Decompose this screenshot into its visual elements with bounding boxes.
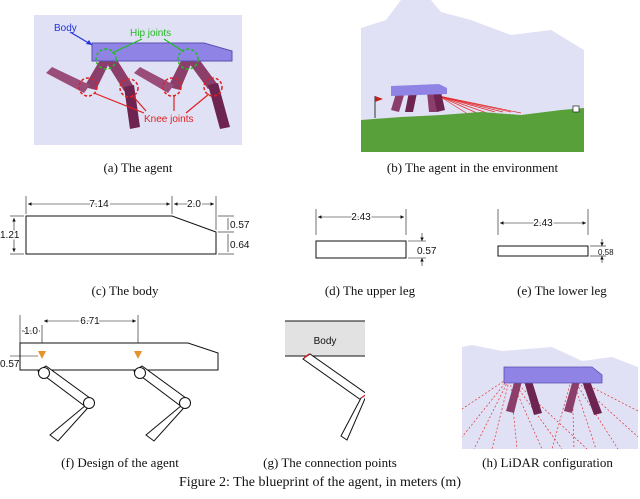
lower-leg-blueprint: 2.43 0.58	[497, 209, 614, 263]
caption-h: (h) LiDAR configuration	[482, 455, 613, 470]
body-outline	[25, 215, 217, 255]
knee-joint-circle-1	[78, 77, 98, 97]
lidar-rays	[438, 95, 522, 117]
env-agent-body	[391, 84, 447, 96]
lower-leg-rect	[497, 245, 589, 257]
g-lower-leg	[340, 392, 369, 441]
dim-bottom-height-text: 0.64	[230, 240, 250, 251]
upper-leg-rect	[315, 240, 407, 259]
g-body-block	[285, 321, 365, 356]
f-hip-marker-front	[38, 351, 46, 359]
h-leg-1	[506, 381, 522, 413]
panel-g-connection: Body	[285, 318, 369, 443]
environment-illustration	[361, 0, 584, 152]
f-hip-marker-rear	[134, 351, 142, 359]
panel-f-design: 6.71 1.0 0.57	[0, 313, 230, 445]
start-flag	[375, 96, 383, 102]
knee-joint-circle-2	[119, 78, 139, 98]
agent-body	[91, 42, 233, 62]
caption-e: (e) The lower leg	[517, 283, 607, 298]
caption-g: (g) The connection points	[263, 455, 397, 470]
body-label: Body	[54, 23, 77, 34]
rear-lower-leg-right	[124, 85, 140, 129]
front-upper-leg-right	[186, 55, 218, 89]
connection-blueprint: Body	[285, 320, 369, 441]
env-leg-4	[433, 92, 445, 112]
panel-d-upper-leg: 2.43 0.57	[308, 205, 448, 270]
panel-a-agent: Body Hip joints Knee joints	[34, 15, 242, 145]
figure-caption: Figure 2: The blueprint of the agent, in…	[178, 475, 461, 490]
ll-length-text: 2.43	[533, 218, 553, 229]
g-upper-leg	[302, 353, 368, 401]
body-blueprint: 7.14 2.0 1.21 0.57 0.64	[0, 196, 250, 255]
g-hip-connection-mark	[303, 353, 310, 359]
front-upper-leg	[168, 57, 194, 90]
agent-illustration: Body Hip joints Knee joints	[34, 15, 242, 145]
f-front-offset-text: 1.0	[24, 326, 38, 337]
h-leg-2	[524, 381, 542, 415]
caption-d: (d) The upper leg	[324, 283, 416, 298]
rear-upper-leg	[84, 57, 112, 90]
design-blueprint: 6.71 1.0 0.57	[0, 315, 219, 442]
hip-arrow-front	[163, 38, 185, 53]
knee-arrow-4	[185, 93, 210, 114]
goal-marker	[572, 105, 580, 113]
h-leg-4	[582, 381, 602, 415]
h-leg-3	[564, 381, 580, 413]
caption-c: (c) The body	[91, 283, 159, 298]
knee-arrow-2	[131, 94, 147, 112]
front-leg-group	[134, 55, 230, 129]
hip-joint-circle-rear	[95, 48, 117, 70]
knee-joint-circle-3	[162, 77, 182, 97]
f-rear-knee-joint	[179, 397, 191, 409]
caption-a: (a) The agent	[103, 160, 173, 175]
hip-joint-circle-front	[177, 48, 199, 70]
cloud-left	[361, 0, 401, 28]
panel-e-lower-leg: 2.43 0.58	[492, 205, 632, 270]
lidar-illustration	[461, 337, 639, 450]
dim-length-text: 7.14	[89, 199, 109, 210]
ul-height-text: 0.57	[417, 246, 437, 257]
dim-taper-text: 2.0	[187, 199, 201, 210]
front-lower-leg-left	[134, 67, 174, 93]
cloud-top	[431, 0, 584, 50]
knee-arrow-1	[93, 92, 145, 114]
ground	[361, 108, 584, 152]
rear-lower-leg-left	[46, 67, 90, 93]
rear-leg-group	[46, 55, 140, 129]
body-arrowhead	[86, 40, 92, 45]
f-hip-spacing-text: 6.71	[80, 316, 100, 327]
panel-c-body: 7.14 2.0 1.21 0.57 0.64	[0, 192, 252, 262]
g-body-label: Body	[314, 336, 337, 347]
panel-b-environment	[361, 0, 584, 152]
front-lower-leg-right	[208, 83, 230, 129]
h-agent-body	[503, 366, 603, 384]
knee-joints-label: Knee joints	[144, 114, 193, 125]
caption-f: (f) Design of the agent	[61, 455, 179, 470]
dim-total-height-text: 1.21	[0, 230, 20, 241]
h-cloud	[462, 337, 638, 367]
caption-b: (b) The agent in the environment	[386, 160, 559, 175]
rear-upper-leg-right	[104, 55, 134, 91]
dim-top-height-text: 0.57	[230, 220, 250, 231]
f-front-hip-joint	[38, 367, 50, 379]
hip-joints-label: Hip joints	[130, 28, 171, 39]
f-rear-hip-joint	[134, 367, 146, 379]
ul-length-text: 2.43	[351, 212, 371, 223]
panel-h-lidar	[461, 337, 639, 450]
upper-leg-blueprint: 2.43 0.57	[315, 209, 437, 266]
hip-arrow-rear	[111, 38, 143, 54]
f-hip-height-text: 0.57	[0, 359, 20, 370]
env-leg-2	[405, 92, 417, 112]
ll-height-text: 0.58	[598, 248, 614, 257]
knee-joint-circle-4	[203, 77, 223, 97]
f-body-outline	[19, 342, 219, 371]
f-front-knee-joint	[83, 397, 95, 409]
